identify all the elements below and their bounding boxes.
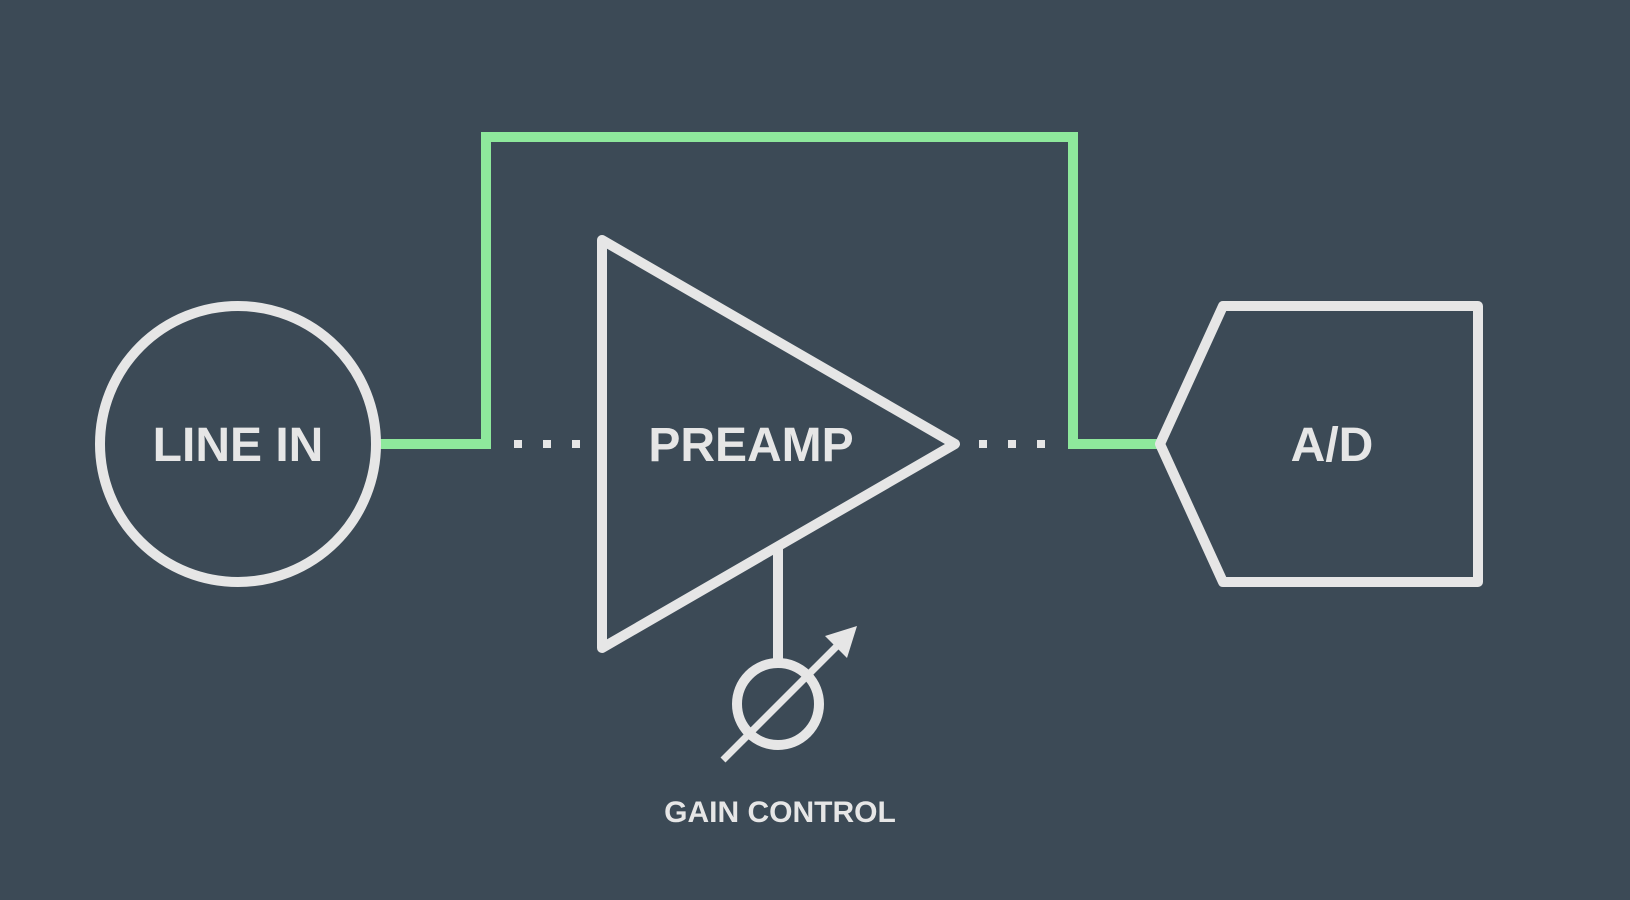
dotted-connector-output — [979, 440, 1045, 448]
line-in-circle — [95, 301, 381, 587]
gain-control-label: GAIN CONTROL — [664, 796, 896, 829]
gain-knob-icon — [732, 658, 824, 750]
gain-adjust-arrow-head-icon — [825, 626, 857, 658]
ad-label: A/D — [1291, 419, 1374, 472]
gain-control-node: GAIN CONTROL — [664, 544, 896, 829]
dotted-connector-input — [514, 440, 580, 448]
ad-shape — [1155, 301, 1483, 587]
line-in-label: LINE IN — [153, 419, 324, 472]
ad-node: A/D — [1155, 301, 1483, 587]
preamp-label: PREAMP — [648, 419, 853, 472]
gain-adjust-arrow-shaft — [720, 638, 845, 763]
bypass-signal-path — [378, 132, 1160, 449]
line-in-node: LINE IN — [95, 301, 381, 587]
